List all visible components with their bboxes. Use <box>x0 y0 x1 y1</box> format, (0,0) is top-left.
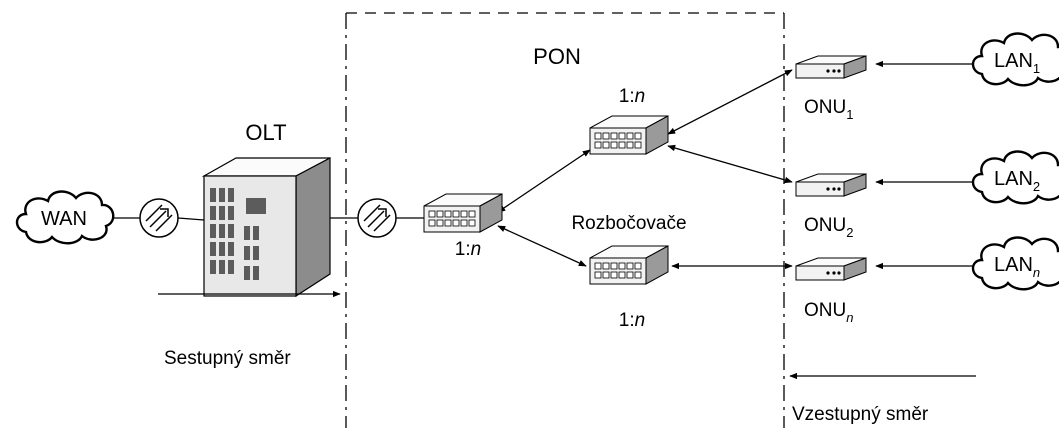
onu-2-label: ONU2 <box>804 215 853 240</box>
splitter-2-ratio: 1:n <box>619 86 645 107</box>
converter-icon <box>139 198 179 238</box>
splitter-icon <box>423 193 503 233</box>
pon-label: PON <box>533 44 581 69</box>
wan-label: WAN <box>41 208 87 230</box>
converter-icon <box>357 198 397 238</box>
link-split2-onu1 <box>667 69 793 135</box>
upstream-label: Vzestupný směr <box>792 404 929 425</box>
olt-server-icon <box>201 157 331 298</box>
lan-2-label: LAN2 <box>994 168 1040 194</box>
splitter-icon <box>589 245 669 285</box>
onu-icon <box>795 55 867 79</box>
splitters-label: Rozbočovače <box>571 213 686 234</box>
onu-icon <box>795 257 867 281</box>
olt-label: OLT <box>245 120 286 145</box>
link-split1-split3 <box>497 225 587 267</box>
onu-icon <box>795 173 867 197</box>
onu-n-label: ONUn <box>804 300 853 325</box>
link-split1-split2 <box>497 149 591 213</box>
lan-n-label: LANn <box>994 254 1040 280</box>
link-split2-onu2 <box>667 144 793 184</box>
lan-1-label: LAN1 <box>994 50 1040 76</box>
splitter-3-ratio: 1:n <box>619 310 645 331</box>
onu-1-label: ONU1 <box>804 97 853 122</box>
pon-boundary <box>345 12 785 428</box>
downstream-label: Sestupný směr <box>164 348 291 369</box>
splitter-icon <box>589 115 669 155</box>
splitter-1-ratio: 1:n <box>455 239 481 260</box>
connections <box>114 60 985 270</box>
converter-olt-link <box>177 217 205 221</box>
